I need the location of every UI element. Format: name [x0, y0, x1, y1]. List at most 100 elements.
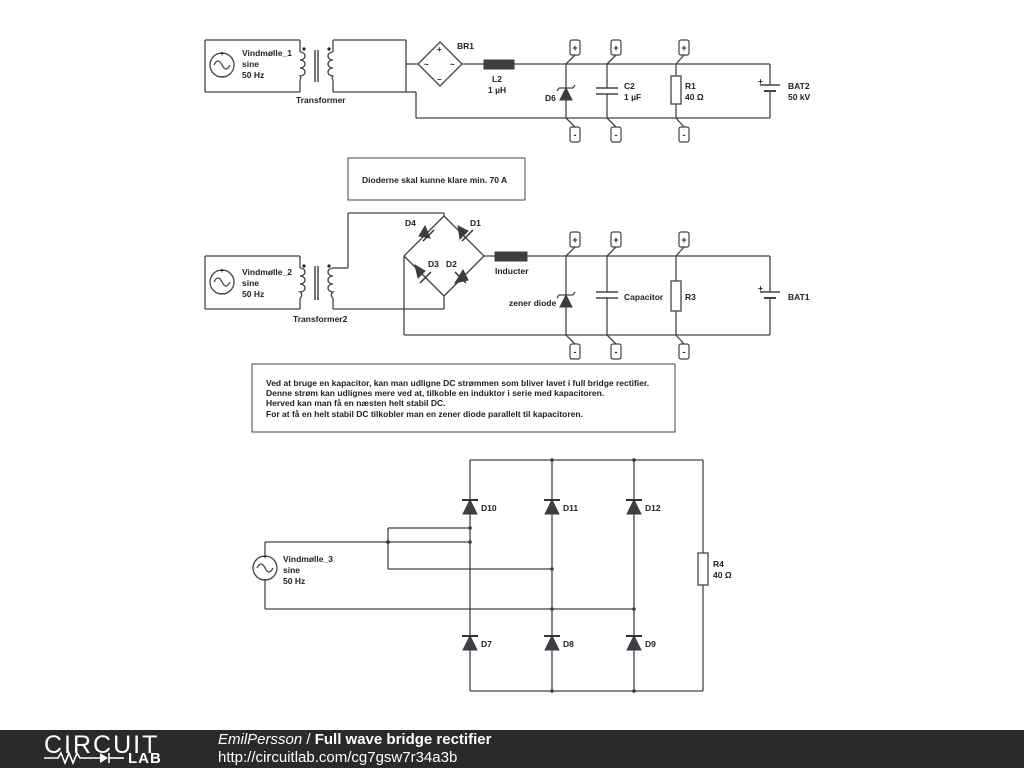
circuit-2: + − Vindmølle_2 sine 50 Hz Transformer2 [204, 212, 810, 360]
bridge-rectifier-br1[interactable]: + − ~ ~ [417, 41, 463, 87]
source-3-freq: 50 Hz [283, 576, 305, 586]
inductor-l2-name: L2 [492, 74, 502, 84]
source-2-freq: 50 Hz [242, 289, 264, 299]
svg-text:+: + [220, 268, 224, 275]
svg-text:+: + [613, 235, 618, 245]
circuit-title: Full wave bridge rectifier [314, 731, 492, 748]
diode-d11-label: D11 [563, 503, 578, 513]
diode-d10-label: D10 [481, 503, 497, 513]
source-2-name: Vindmølle_2 [242, 267, 292, 277]
note-2-line-4: For at få en helt stabil DC tilkobler ma… [266, 409, 583, 419]
diode-d8-label: D8 [563, 639, 574, 649]
probe-plus-1a[interactable]: + [565, 39, 581, 65]
battery-bat1[interactable] [760, 256, 780, 335]
diode-d10[interactable] [462, 460, 478, 691]
circuitlab-logo-lab: LAB [128, 750, 162, 767]
svg-text:+: + [681, 235, 686, 245]
svg-text:+: + [263, 554, 267, 561]
resistor-r3[interactable] [670, 256, 682, 335]
svg-text:~: ~ [450, 60, 455, 69]
svg-text:-: - [574, 130, 577, 140]
resistor-r4[interactable] [697, 460, 709, 691]
probe-plus-2b[interactable]: + [606, 231, 622, 257]
capacitor-2-label: Capacitor [624, 292, 664, 302]
battery-bat1-label: BAT1 [788, 292, 810, 302]
probe-plus-1c[interactable]: + [675, 39, 690, 65]
probe-plus-1b[interactable]: + [606, 39, 622, 65]
diode-d7[interactable] [462, 634, 478, 651]
probe-plus-2c[interactable]: + [675, 231, 690, 257]
source-3-type: sine [283, 565, 300, 575]
probe-minus-1b[interactable]: - [606, 117, 622, 143]
svg-text:-: - [574, 347, 577, 357]
capacitor-c2-value: 1 µF [624, 92, 641, 102]
diode-d2-label: D2 [446, 259, 457, 269]
diode-d1-label: D1 [470, 218, 481, 228]
svg-text:~: ~ [424, 60, 429, 69]
diode-d11[interactable] [544, 460, 560, 691]
resistor-r4-value: 40 Ω [713, 570, 732, 580]
circuit-3: + − Vindmølle_3 sine 50 Hz [252, 458, 732, 693]
diode-d8[interactable] [544, 634, 560, 651]
zener-diode-2[interactable] [556, 256, 576, 335]
sine-source-2[interactable]: + − [204, 255, 301, 310]
diode-d12[interactable] [626, 460, 642, 691]
svg-text:+: + [572, 235, 577, 245]
footer-title-line: EmilPersson / Full wave bridge rectifier [218, 731, 491, 748]
diode-d9[interactable] [626, 634, 642, 651]
note-2-line-3: Herved kan man få en næsten helt stabil … [266, 398, 446, 408]
sine-source-1[interactable]: + − [204, 39, 301, 93]
diode-d3-label: D3 [428, 259, 439, 269]
note-box-2: Ved at bruge en kapacitor, kan man udlig… [251, 363, 676, 433]
diode-d4-label: D4 [405, 218, 416, 228]
circuit-url-link[interactable]: http://circuitlab.com/cg7gsw7r34a3b [218, 749, 458, 766]
capacitor-2[interactable] [596, 256, 618, 335]
sine-source-3[interactable]: + − [252, 542, 278, 609]
diode-d6-label: D6 [545, 93, 556, 103]
resistor-r3-label: R3 [685, 292, 696, 302]
battery-bat2-plus: + [758, 76, 763, 86]
probe-minus-1c[interactable]: - [675, 117, 690, 143]
probe-minus-2b[interactable]: - [606, 334, 622, 360]
note-box-1: Dioderne skal kunne klare min. 70 A [347, 157, 526, 201]
source-2-type: sine [242, 278, 259, 288]
zener-diode-d6[interactable] [556, 64, 576, 118]
capacitor-c2[interactable] [596, 64, 618, 118]
author-link[interactable]: EmilPersson [218, 731, 303, 748]
probe-minus-2c[interactable]: - [675, 334, 690, 360]
source-1-name: Vindmølle_1 [242, 48, 292, 58]
circuit-1: + − Vindmølle_1 sine 50 Hz Transformer +… [204, 39, 811, 143]
probe-minus-1a[interactable]: - [565, 117, 581, 143]
logo-resistor-diode-icon [44, 751, 124, 765]
resistor-r4-name: R4 [713, 559, 724, 569]
transformer-1[interactable] [298, 47, 335, 82]
zener-label: zener diode [509, 298, 557, 308]
inductor-l2[interactable] [483, 59, 515, 70]
source-1-freq: 50 Hz [242, 70, 264, 80]
footer-bar: CIRCUIT LAB EmilPersson / Full wave brid… [0, 730, 1024, 768]
inductor-2[interactable] [494, 251, 528, 262]
svg-text:-: - [615, 347, 618, 357]
transformer-2[interactable] [297, 264, 336, 300]
resistor-r1[interactable] [670, 64, 682, 118]
diode-d7-label: D7 [481, 639, 492, 649]
svg-text:+: + [437, 45, 442, 54]
transformer-1-label: Transformer [296, 95, 346, 105]
note-2-line-2: Denne strøm kan udlignes mere ved at, ti… [266, 388, 604, 398]
probe-plus-2a[interactable]: + [565, 231, 581, 257]
transformer-2-label: Transformer2 [293, 314, 348, 324]
capacitor-c2-name: C2 [624, 81, 635, 91]
diode-d9-label: D9 [645, 639, 656, 649]
schematic-canvas: + − Vindmølle_1 sine 50 Hz Transformer +… [204, 39, 811, 693]
note-1-text: Dioderne skal kunne klare min. 70 A [362, 175, 507, 185]
battery-bat2[interactable] [760, 64, 780, 118]
battery-bat2-name: BAT2 [788, 81, 810, 91]
svg-text:-: - [683, 347, 686, 357]
svg-text:−: − [220, 291, 224, 298]
resistor-r1-name: R1 [685, 81, 696, 91]
diode-bridge-2[interactable] [403, 215, 485, 297]
svg-text:+: + [220, 51, 224, 58]
battery-bat2-value: 50 kV [788, 92, 811, 102]
svg-text:+: + [572, 43, 577, 53]
probe-minus-2a[interactable]: - [565, 334, 581, 360]
